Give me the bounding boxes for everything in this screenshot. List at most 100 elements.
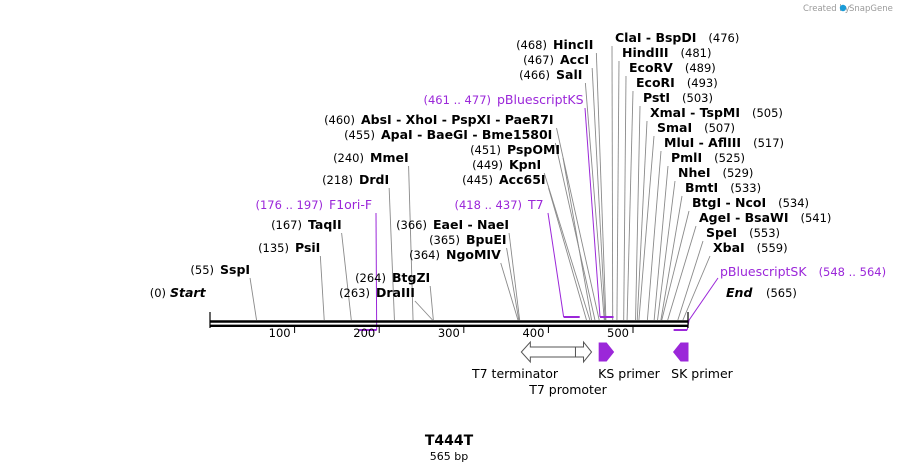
enzyme-hincii[interactable]: HincII(468) bbox=[516, 37, 593, 52]
feature-t7-terminator[interactable]: T7 terminator bbox=[471, 340, 576, 381]
primer-site-t7[interactable]: T7(418 .. 437) bbox=[455, 197, 544, 212]
enzyme-pmli[interactable]: PmlI(525) bbox=[671, 150, 745, 165]
feature-arrow-sk-primer bbox=[672, 342, 689, 362]
enzyme-sali[interactable]: SalI (466) bbox=[519, 67, 582, 82]
enzyme-xbai[interactable]: XbaI(559) bbox=[713, 240, 788, 255]
enzyme-eaei[interactable]: EaeI - NaeI(366) bbox=[396, 217, 509, 232]
leader-psti bbox=[635, 105, 641, 321]
enzyme-bmti[interactable]: BmtI(533) bbox=[685, 180, 761, 195]
primer-site-f1ori-f[interactable]: F1ori-F(176 .. 197) bbox=[256, 197, 373, 212]
leader-mmei bbox=[408, 165, 414, 321]
primer-site-labels[interactable]: F1ori-F(176 .. 197) T7(418 .. 437) pBluesc… bbox=[256, 92, 887, 279]
enzyme-labels[interactable]: Start(0) SspI(55) PsiI(135) TaqII (167) DrdI(… bbox=[150, 30, 832, 300]
leader-psii bbox=[319, 255, 325, 321]
enzyme-position: (364) bbox=[409, 248, 440, 262]
enzyme-smai[interactable]: SmaI(507) bbox=[657, 120, 735, 135]
enzyme-psii[interactable]: PsiI(135) bbox=[258, 240, 320, 255]
tick-label-100: 100 bbox=[269, 326, 291, 340]
enzyme-psti[interactable]: PstI(503) bbox=[643, 90, 713, 105]
leader-draiii bbox=[414, 300, 433, 321]
enzyme-position: (167) bbox=[271, 218, 302, 232]
enzyme-spei[interactable]: SpeI (553) bbox=[706, 225, 780, 240]
feature-t7-promoter[interactable]: T7 promoter bbox=[528, 340, 608, 397]
feature-label: KS primer bbox=[598, 366, 661, 381]
leader-eaei bbox=[508, 232, 521, 321]
enzyme-position: (451) bbox=[470, 143, 501, 157]
primer-site-name: pBluescriptKS bbox=[497, 92, 584, 107]
enzyme-xmai[interactable]: XmaI - TspMI(505) bbox=[650, 105, 783, 120]
leader-kpni bbox=[543, 172, 591, 321]
enzyme-name: BtgI - NcoI bbox=[692, 195, 766, 210]
leader-btgzi bbox=[429, 285, 434, 321]
enzyme-bpuei[interactable]: BpuEI(365) bbox=[429, 232, 507, 247]
feature-arrow-ks-primer bbox=[598, 342, 615, 362]
enzyme-name: SpeI bbox=[706, 225, 737, 240]
leader-xmai bbox=[636, 120, 648, 321]
primer-site-name: F1ori-F bbox=[329, 197, 372, 212]
enzyme-position: (525) bbox=[714, 151, 745, 165]
primer-leader-t7 bbox=[547, 212, 565, 318]
enzyme-pspomi[interactable]: PspOMI(451) bbox=[470, 142, 560, 157]
enzyme-position: (503) bbox=[682, 91, 713, 105]
primer-site-pbluescriptks[interactable]: pBluescriptKS(461 .. 477) bbox=[424, 92, 584, 107]
enzyme-absi[interactable]: AbsI - XhoI - PspXI - PaeR7I(460) bbox=[324, 112, 553, 127]
brand-created-by: Created by bbox=[803, 4, 850, 14]
backbone bbox=[209, 312, 689, 328]
enzyme-acc65i[interactable]: Acc65I(445) bbox=[462, 172, 545, 187]
enzyme-kpni[interactable]: KpnI(449) bbox=[472, 157, 541, 172]
leader-agei bbox=[667, 225, 697, 321]
enzyme-position: (553) bbox=[749, 226, 780, 240]
enzyme-position: (449) bbox=[472, 158, 503, 172]
leader-pmli bbox=[653, 165, 669, 321]
map-title: T444T 565 bp bbox=[425, 433, 474, 463]
enzyme-position: (476) bbox=[708, 31, 739, 45]
enzyme-agei[interactable]: AgeI - BsaWI(541) bbox=[699, 210, 831, 225]
enzyme-drdi[interactable]: DrdI(218) bbox=[322, 172, 389, 187]
enzyme-draiii[interactable]: DraIII(263) bbox=[339, 285, 415, 300]
enzyme-btgzi[interactable]: BtgZI(264) bbox=[355, 270, 430, 285]
sequence-name: T444T bbox=[425, 433, 474, 449]
enzyme-apai[interactable]: ApaI - BaeGI - Bme1580I(455) bbox=[344, 127, 552, 142]
enzyme-name: NgoMIV bbox=[446, 247, 501, 262]
enzyme-position: (365) bbox=[429, 233, 460, 247]
enzyme-clai[interactable]: ClaI - BspDI (476) bbox=[615, 30, 739, 45]
feature-ks-primer[interactable]: KS primer bbox=[598, 342, 661, 381]
enzyme-name: BtgZI bbox=[392, 270, 430, 285]
enzyme-hindiii[interactable]: HindIII(481) bbox=[622, 45, 711, 60]
enzyme-position: (529) bbox=[723, 166, 754, 180]
snapgene-brand: Created by SnapGene bbox=[803, 4, 893, 14]
enzyme-ngomiv[interactable]: NgoMIV (364) bbox=[409, 247, 501, 262]
brand-app-name: SnapGene bbox=[849, 4, 893, 14]
enzyme-mmei[interactable]: MmeI(240) bbox=[333, 150, 409, 165]
enzyme-acci[interactable]: AccI(467) bbox=[523, 52, 589, 67]
enzyme-name: SalI bbox=[556, 67, 582, 82]
enzyme-btgi[interactable]: BtgI - NcoI(534) bbox=[692, 195, 809, 210]
enzyme-position: (240) bbox=[333, 151, 364, 165]
enzyme-position: (467) bbox=[523, 53, 554, 67]
enzyme-mlui[interactable]: MluI - AflIII(517) bbox=[664, 135, 784, 150]
enzyme-start[interactable]: Start(0) bbox=[150, 285, 207, 300]
feature-sk-primer[interactable]: SK primer bbox=[671, 342, 734, 381]
primer-site-name: T7 bbox=[527, 197, 544, 212]
leader-sali bbox=[584, 82, 605, 321]
enzyme-name: ClaI - BspDI bbox=[615, 30, 696, 45]
enzyme-nhei[interactable]: NheI(529) bbox=[678, 165, 753, 180]
enzyme-name: TaqII bbox=[308, 217, 342, 232]
leader-xbai bbox=[682, 255, 711, 321]
enzyme-sspi[interactable]: SspI(55) bbox=[190, 262, 250, 277]
leader-drdi bbox=[388, 187, 395, 321]
enzyme-end[interactable]: End(565) bbox=[726, 285, 797, 300]
enzyme-position: (135) bbox=[258, 241, 289, 255]
enzyme-taqii[interactable]: TaqII (167) bbox=[271, 217, 342, 232]
leader-nhei bbox=[657, 180, 676, 321]
enzyme-position: (507) bbox=[704, 121, 735, 135]
enzyme-ecorv[interactable]: EcoRV(489) bbox=[629, 60, 716, 75]
enzyme-ecori[interactable]: EcoRI(493) bbox=[636, 75, 718, 90]
primer-site-bars bbox=[358, 316, 688, 331]
leader-bpuei bbox=[506, 247, 520, 321]
tick-label-500: 500 bbox=[607, 326, 629, 340]
enzyme-position: (466) bbox=[519, 68, 550, 82]
primer-site-pbluescriptsk[interactable]: pBluescriptSK(548 .. 564) bbox=[720, 264, 886, 279]
